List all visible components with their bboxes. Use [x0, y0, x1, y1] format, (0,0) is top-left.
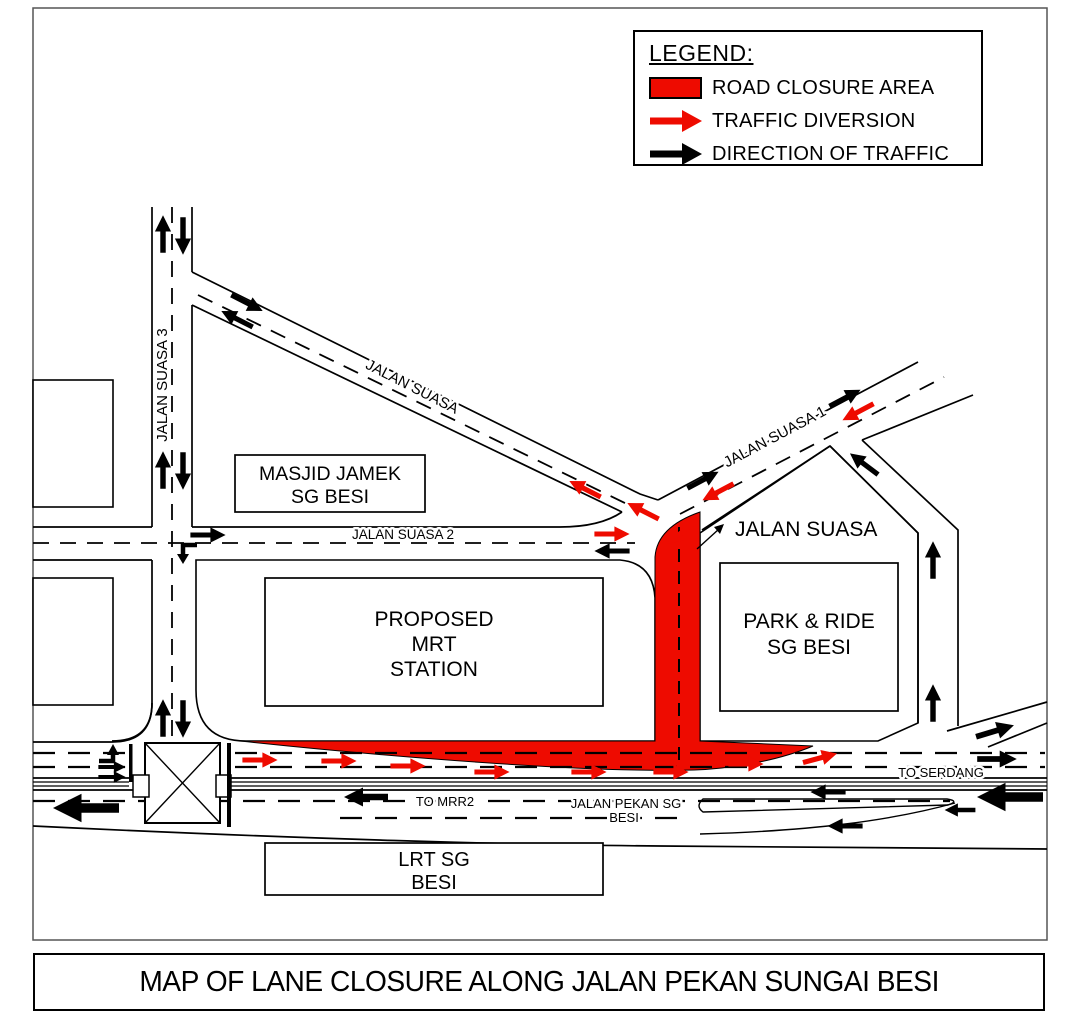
legend-item-road-closure: ROAD CLOSURE AREA [649, 76, 981, 100]
callout-leader-arrow [696, 524, 724, 550]
label-mrt-line1: PROPOSED [374, 608, 493, 631]
legend-label-direction-of-traffic: DIRECTION OF TRAFFIC [712, 142, 949, 165]
label-masjid-line2: SG BESI [291, 486, 369, 508]
place-boxes [234, 454, 899, 896]
proposed-mrt-box [264, 577, 604, 707]
label-jalan-suasa-callout: JALAN SUASA [735, 518, 877, 541]
stop-bar-east [227, 743, 231, 827]
label-jalan-pekan-line1: JALAN PEKAN SG [571, 796, 682, 811]
building-block-left-top [32, 379, 114, 508]
label-mrt-line3: STATION [390, 658, 478, 681]
road-closure-area [239, 511, 814, 771]
legend-heading: LEGEND: [649, 40, 754, 66]
label-jalan-suasa-2: JALAN SUASA 2 [352, 527, 454, 542]
label-park-ride-line2: SG BESI [767, 636, 851, 659]
direction-of-traffic-arrows [53, 215, 1043, 834]
label-park-ride-line1: PARK & RIDE [743, 610, 874, 633]
black-arrow-icon [649, 142, 703, 166]
level-crossing [129, 742, 232, 827]
legend-item-traffic-diversion: TRAFFIC DIVERSION [649, 109, 981, 133]
label-to-mrr2: TO MRR2 [416, 794, 474, 809]
red-arrow-icon [649, 109, 703, 133]
closure-overlay [239, 511, 814, 771]
label-to-serdang: TO SERDANG [898, 765, 984, 780]
up-turn-arrow [99, 744, 119, 764]
label-lrt-line1: LRT SG [398, 849, 470, 871]
building-block-left-bottom [32, 577, 114, 706]
legend-label-traffic-diversion: TRAFFIC DIVERSION [712, 109, 916, 132]
lrt-sg-besi-box [264, 842, 604, 896]
stop-bar-west [129, 744, 133, 782]
label-lrt-line2: BESI [411, 872, 457, 894]
label-masjid-line1: MASJID JAMEK [259, 463, 401, 485]
left-turn-arrow [177, 542, 197, 564]
map-title: MAP OF LANE CLOSURE ALONG JALAN PEKAN SU… [139, 965, 939, 998]
closure-swatch-icon [649, 76, 703, 100]
crossing-gate-post-left [132, 774, 150, 798]
label-jalan-suasa-3: JALAN SUASA 3 [154, 328, 171, 441]
legend-box: LEGEND: ROAD CLOSURE AREA TRAFFIC DIVERS… [633, 30, 983, 166]
label-jalan-pekan-line2: BESI [609, 810, 639, 825]
masjid-jamek-box [234, 454, 426, 513]
crossing-x-mark [144, 742, 221, 824]
legend-label-road-closure: ROAD CLOSURE AREA [712, 76, 935, 99]
label-mrt-line2: MRT [411, 633, 456, 656]
legend-item-direction-of-traffic: DIRECTION OF TRAFFIC [649, 142, 981, 166]
map-labels: JALAN SUASA 3 JALAN SUASA JALAN SUASA 1 … [152, 326, 987, 894]
map-title-box: MAP OF LANE CLOSURE ALONG JALAN PEKAN SU… [33, 953, 1045, 1011]
park-and-ride-box [719, 562, 899, 712]
